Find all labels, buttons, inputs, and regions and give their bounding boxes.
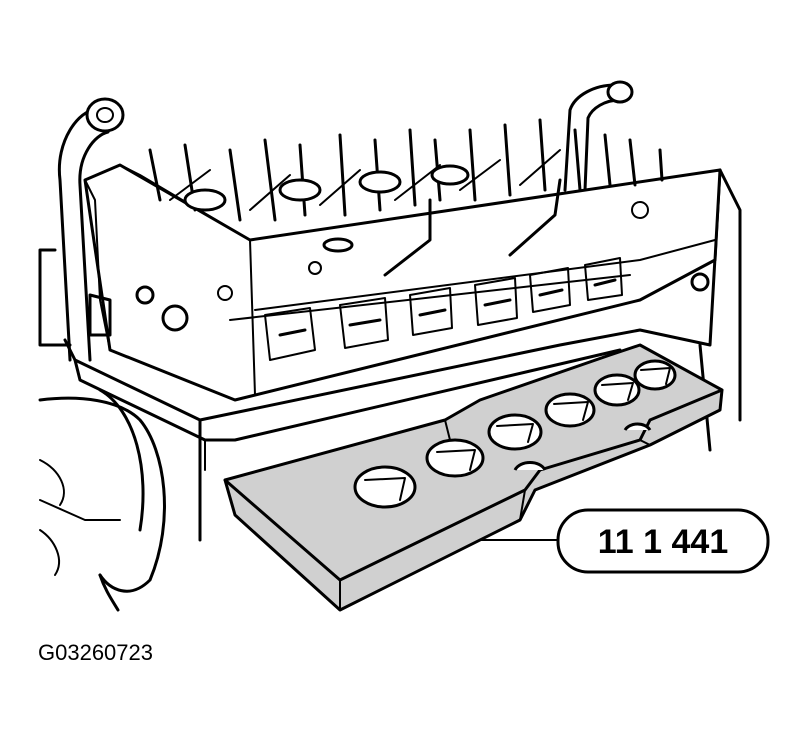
left-coolant-pipe (57, 97, 125, 362)
support-plate-tool (223, 343, 724, 612)
cylinder-head (83, 163, 722, 402)
part-callout-box (556, 508, 770, 574)
valve-ports (264, 257, 623, 361)
part-number-label: 11 1 441 (598, 523, 728, 561)
figure-id: G03260723 (38, 640, 153, 665)
part-callout: 11 1 441 (479, 508, 770, 574)
bell-housing (38, 388, 166, 612)
tool-recesses (353, 359, 677, 509)
engine-block (38, 168, 742, 542)
right-coolant-pipe (563, 80, 634, 192)
valve-stems (148, 118, 664, 277)
